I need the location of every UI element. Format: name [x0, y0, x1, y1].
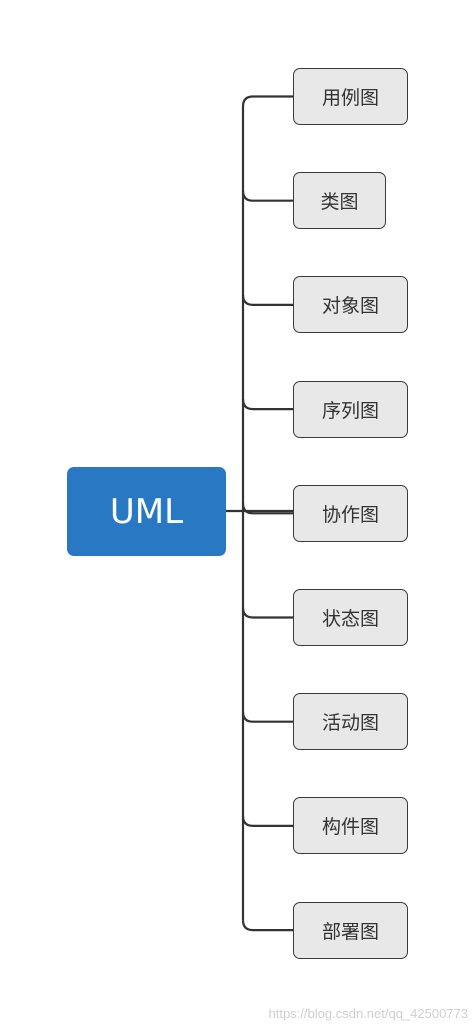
- child-node-label: 类图: [320, 191, 359, 214]
- child-node: 状态图: [293, 589, 408, 646]
- branch-connector: [241, 815, 293, 827]
- root-node-uml: UML: [67, 467, 226, 556]
- child-node: 协作图: [293, 484, 408, 542]
- branch-connector: [241, 920, 293, 932]
- branch-connector: [241, 711, 293, 723]
- branch-connector: [241, 607, 293, 619]
- child-node-label: 用例图: [321, 87, 379, 109]
- branch-connector: [241, 399, 293, 411]
- root-node-label: UML: [109, 491, 184, 532]
- child-node-label: 协作图: [321, 503, 379, 526]
- child-node: 部署图: [293, 901, 408, 959]
- child-node-label: 状态图: [321, 608, 379, 630]
- child-node: 序列图: [293, 380, 408, 438]
- branch-connector: [241, 294, 293, 306]
- child-node: 用例图: [293, 68, 408, 125]
- child-node: 类图: [293, 172, 386, 230]
- child-node: 活动图: [293, 693, 408, 751]
- child-node-label: 活动图: [321, 712, 379, 735]
- child-node-label: 对象图: [321, 295, 379, 318]
- child-node-label: 序列图: [321, 399, 379, 422]
- branch-connector: [241, 95, 293, 107]
- branch-connector: [241, 190, 293, 202]
- child-node: 构件图: [293, 797, 408, 855]
- child-node-label: 构件图: [321, 816, 379, 839]
- child-node: 对象图: [293, 276, 408, 334]
- watermark-text: https://blog.csdn.net/qq_42500773: [268, 1006, 469, 1021]
- child-node-label: 部署图: [321, 920, 379, 943]
- branch-connector: [241, 503, 293, 515]
